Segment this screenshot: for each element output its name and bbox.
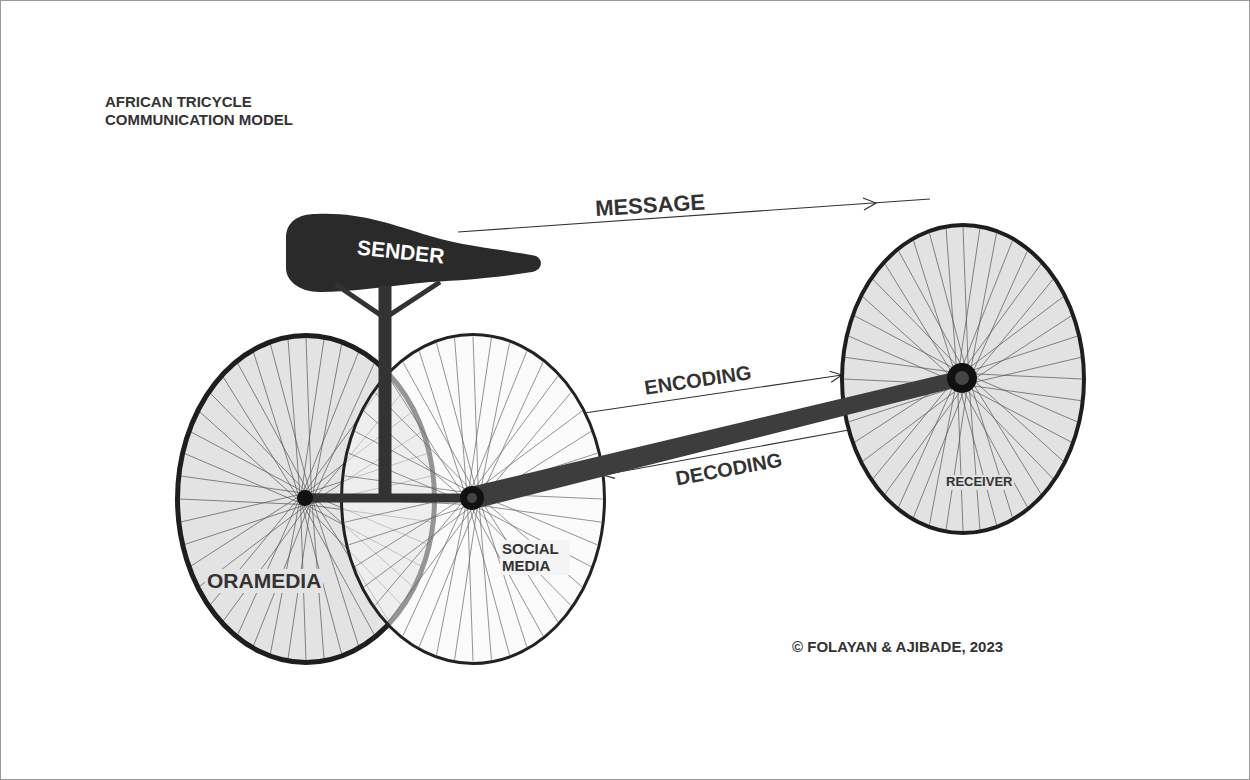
wheel-spoke [349, 505, 471, 544]
wheel-spoke [885, 264, 956, 379]
wheel-spoke [306, 338, 311, 495]
wheel-spoke [403, 362, 475, 492]
copyright-caption: © FOLAYAN & AJIBADE, 2023 [792, 638, 1003, 655]
wheel-label: SOCIAL MEDIA [500, 540, 570, 575]
wheel-spokes [844, 227, 1082, 531]
wheel-spoke [223, 506, 307, 621]
wheel-spoke [968, 357, 1081, 383]
wheel-spoke [312, 344, 341, 496]
wheel-spoke [468, 503, 473, 661]
wheel-spoke [966, 336, 1078, 372]
wheel-spoke [967, 385, 1081, 401]
wheel-label: ORAMEDIA [205, 569, 323, 593]
wheel-spoke [185, 454, 301, 504]
wheel-spoke [914, 385, 967, 517]
wheel-spoke [960, 241, 1013, 373]
wheel-spoke [253, 352, 299, 497]
wheel-spoke [355, 431, 471, 492]
wheel-spoke [969, 316, 1071, 382]
wheel-spoke [455, 338, 467, 495]
wheel-rim [842, 225, 1084, 533]
hub-center [467, 493, 477, 503]
wheel-spoke [863, 297, 956, 381]
wheel-spoke [473, 337, 478, 495]
wheel-spoke [946, 229, 957, 376]
wheel-spoke [437, 502, 467, 655]
wheel-spoke [964, 297, 1063, 372]
wheel-spoke [210, 393, 306, 492]
wheel-spoke [970, 279, 1053, 380]
wheel-spoke [419, 351, 466, 497]
seat-node: SENDER [280, 208, 542, 294]
wheel-spoke [873, 279, 963, 372]
wheel-hub [297, 490, 313, 506]
wheel-spoke [470, 351, 527, 493]
wheel-spoke [969, 375, 1077, 422]
wheel-spoke [970, 251, 1027, 378]
main-frame-bar [470, 370, 962, 509]
wheel-spoke [969, 383, 980, 530]
hub-center [955, 371, 969, 385]
wheel-spoke [180, 499, 302, 504]
wheel-spoke [238, 500, 299, 635]
wheel-spoke [479, 503, 491, 660]
connector-label: ENCODING [640, 360, 756, 399]
wheel-spoke [200, 412, 300, 502]
wheel-spoke [963, 386, 1053, 479]
wheel-spoke [479, 343, 509, 496]
wheel-spoke [473, 506, 571, 605]
wheel-spoke [191, 496, 300, 566]
message-label: MESSAGE [594, 189, 705, 221]
wheel-spoke [388, 376, 466, 499]
wheel-spoke [969, 233, 996, 376]
wheel-spoke [375, 498, 466, 606]
wheel-spoke [419, 505, 476, 647]
message-arrowhead [863, 198, 876, 210]
wheel-spoke [355, 496, 467, 567]
wheel-spoke [855, 316, 962, 372]
seat-outline [286, 214, 541, 292]
wheel-spoke [965, 386, 1072, 442]
wheel-spoke [845, 357, 959, 373]
wheel-spoke [223, 377, 299, 499]
wheel-fill [842, 225, 1084, 533]
wheel-label: RECEIVER [944, 475, 1014, 490]
wheel-spoke [929, 382, 956, 525]
wheel-spoke [181, 476, 303, 493]
wheel-spoke [238, 363, 309, 492]
wheel-spoke [181, 494, 301, 522]
diagram-title: AFRICAN TRICYCLE COMMUNICATION MODEL [105, 93, 320, 129]
wheel-spoke [970, 377, 1063, 461]
wheel-hub [947, 363, 977, 393]
wheel-spoke [403, 500, 466, 636]
wheel-spoke [480, 497, 582, 587]
wheel-hub [460, 486, 484, 510]
wheel-spoke [477, 505, 602, 522]
wheel-spoke [191, 432, 304, 492]
wheel-spoke [345, 476, 470, 493]
seat-support [335, 282, 440, 318]
wheel-spoke [967, 374, 1082, 379]
wheel-spoke [185, 505, 304, 544]
wheel-spoke [364, 506, 472, 587]
wheel-spoke [962, 264, 1041, 372]
wheel-spoke [388, 506, 474, 622]
wheel-spoke [288, 339, 300, 495]
